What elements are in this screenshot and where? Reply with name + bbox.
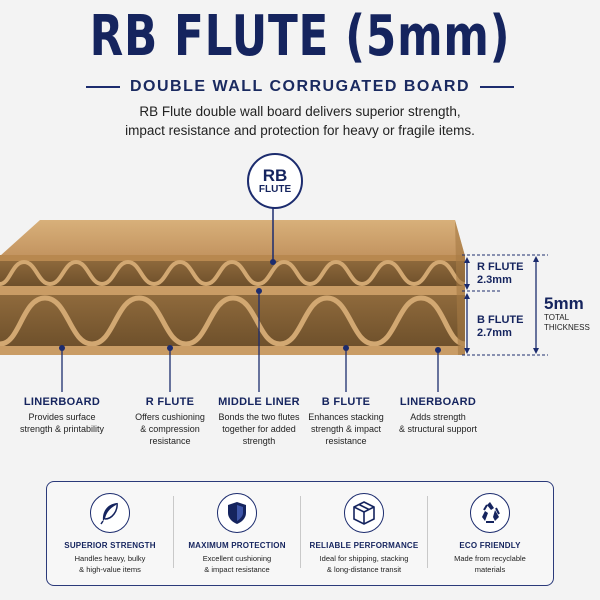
layer-label-linerboard-bottom: LINERBOARD Adds strength & structural su… — [378, 396, 498, 435]
feature-divider — [300, 496, 301, 568]
layer-desc-line: strength — [242, 436, 276, 446]
middle-liner — [0, 286, 465, 295]
feature-desc-line: materials — [474, 565, 506, 574]
r-flute-arrow-up — [464, 257, 470, 263]
layer-desc-line: Provides surface — [28, 412, 96, 422]
layer-desc-line: together for added — [222, 424, 296, 434]
description: RB Flute double wall board delivers supe… — [100, 102, 500, 140]
total-arrow-up — [533, 256, 539, 262]
feature-desc-line: & impact resistance — [204, 565, 270, 574]
r-flute-wave — [0, 259, 466, 287]
r-flute-measurement: R FLUTE 2.3mm — [477, 261, 523, 287]
feature-divider — [427, 496, 428, 568]
layer-title: LINERBOARD — [23, 396, 101, 408]
layer-desc-line: strength & impact — [310, 424, 382, 434]
feature-desc: Excellent cushioning & impact resistance — [174, 553, 300, 575]
layer-desc: Offers cushioning & compression resistan… — [110, 411, 230, 447]
total-thickness-measurement: 5mm TOTAL THICKNESS — [544, 295, 590, 333]
badge-line-2: FLUTE — [258, 183, 292, 195]
shield-icon — [217, 493, 257, 533]
layer-desc-line: Adds strength — [410, 412, 466, 422]
description-line-1: RB Flute double wall board delivers supe… — [139, 104, 461, 119]
layer-desc: Adds strength & structural support — [378, 411, 498, 435]
feature-desc: Made from recyclable materials — [427, 553, 553, 575]
layer-label-b-flute: B FLUTE Enhances stacking strength & imp… — [286, 396, 406, 447]
r-flute-arrow-down — [464, 284, 470, 290]
recycle-icon — [470, 493, 510, 533]
total-thickness-value: 5mm — [544, 294, 584, 313]
leader-dot-linerboard-top — [59, 345, 65, 351]
subtitle: DOUBLE WALL CORRUGATED BOARD — [129, 78, 471, 95]
feature-title: MAXIMUM PROTECTION — [188, 541, 286, 550]
b-flute-measure-label: B FLUTE — [477, 314, 524, 326]
subtitle-divider-right — [480, 86, 515, 88]
leader-dot-linerboard-bottom — [435, 347, 441, 353]
layer-desc-line: strength & printability — [19, 424, 105, 434]
r-flute-cavity — [0, 260, 465, 286]
layer-title: MIDDLE LINER — [218, 396, 300, 408]
feature-desc: Ideal for shipping, stacking & long-dist… — [301, 553, 427, 575]
leader-dot-r-flute — [167, 345, 173, 351]
rb-flute-badge: RB FLUTE — [247, 153, 303, 209]
feature-maximum-protection: MAXIMUM PROTECTION Excellent cushioning … — [174, 482, 300, 585]
badge-line-1: RB — [262, 165, 288, 185]
layer-label-middle-liner: MIDDLE LINER Bonds the two flutes togeth… — [199, 396, 319, 447]
feather-icon — [90, 493, 130, 533]
b-flute-measurement: B FLUTE 2.7mm — [477, 314, 523, 340]
layer-desc: Enhances stacking strength & impact resi… — [286, 411, 406, 447]
top-linerboard-edge — [0, 255, 465, 261]
feature-reliable-performance: RELIABLE PERFORMANCE Ideal for shipping,… — [301, 482, 427, 585]
box-icon — [344, 493, 384, 533]
r-flute-measure-label: R FLUTE — [477, 261, 524, 273]
layer-desc-line: Offers cushioning — [135, 412, 205, 422]
feature-desc-line: Excellent cushioning — [202, 554, 272, 563]
layer-desc-line: resistance — [325, 436, 367, 446]
leader-dot-b-flute — [343, 345, 349, 351]
layer-desc: Provides surface strength & printability — [2, 411, 122, 435]
feature-desc: Handles heavy, bulky & high-value items — [47, 553, 173, 575]
badge-pointer-dot — [270, 259, 276, 265]
feature-desc-line: Ideal for shipping, stacking — [319, 554, 409, 563]
bottom-linerboard — [0, 346, 465, 355]
b-flute-wave — [0, 295, 466, 347]
layer-desc-line: resistance — [149, 436, 191, 446]
layer-desc-line: Enhances stacking — [308, 412, 384, 422]
feature-eco-friendly: ECO FRIENDLY Made from recyclable materi… — [427, 482, 553, 585]
layer-label-linerboard-top: LINERBOARD Provides surface strength & p… — [2, 396, 122, 435]
total-thickness-label-1: TOTAL — [544, 313, 570, 322]
feature-desc-line: & high-value items — [79, 565, 141, 574]
feature-desc-line: & long-distance transit — [326, 565, 402, 574]
feature-desc-line: Handles heavy, bulky — [74, 554, 146, 563]
layer-title: B FLUTE — [321, 396, 371, 408]
feature-title: SUPERIOR STRENGTH — [64, 541, 156, 550]
subtitle-divider-left — [85, 86, 120, 88]
description-line-2: impact resistance and protection for hea… — [125, 123, 475, 138]
feature-desc-line: Made from recyclable — [454, 554, 526, 563]
layer-desc-line: Bonds the two flutes — [218, 412, 300, 422]
total-arrow-down — [533, 348, 539, 354]
subtitle-row: DOUBLE WALL CORRUGATED BOARD — [0, 76, 600, 98]
layer-title: R FLUTE — [145, 396, 195, 408]
total-thickness-label-2: THICKNESS — [544, 323, 590, 332]
layer-desc-line: & compression — [140, 424, 200, 434]
feature-superior-strength: SUPERIOR STRENGTH Handles heavy, bulky &… — [47, 482, 173, 585]
layer-title: LINERBOARD — [399, 396, 477, 408]
layer-desc-line: & structural support — [398, 424, 478, 434]
board-right-edge — [455, 220, 465, 355]
features-panel: SUPERIOR STRENGTH Handles heavy, bulky &… — [46, 481, 554, 586]
b-flute-arrow-down — [464, 348, 470, 354]
leader-dot-middle-liner — [256, 288, 262, 294]
feature-divider — [173, 496, 174, 568]
b-flute-measure-value: 2.7mm — [477, 327, 512, 339]
layer-desc: Bonds the two flutes together for added … — [199, 411, 319, 447]
feature-title: RELIABLE PERFORMANCE — [309, 541, 419, 550]
r-flute-measure-value: 2.3mm — [477, 274, 512, 286]
b-flute-arrow-up — [464, 293, 470, 299]
top-linerboard-surface — [0, 220, 465, 256]
feature-title: ECO FRIENDLY — [459, 541, 521, 550]
layer-label-r-flute: R FLUTE Offers cushioning & compression … — [110, 396, 230, 447]
page-title: RB FLUTE (5mm) — [89, 4, 511, 69]
